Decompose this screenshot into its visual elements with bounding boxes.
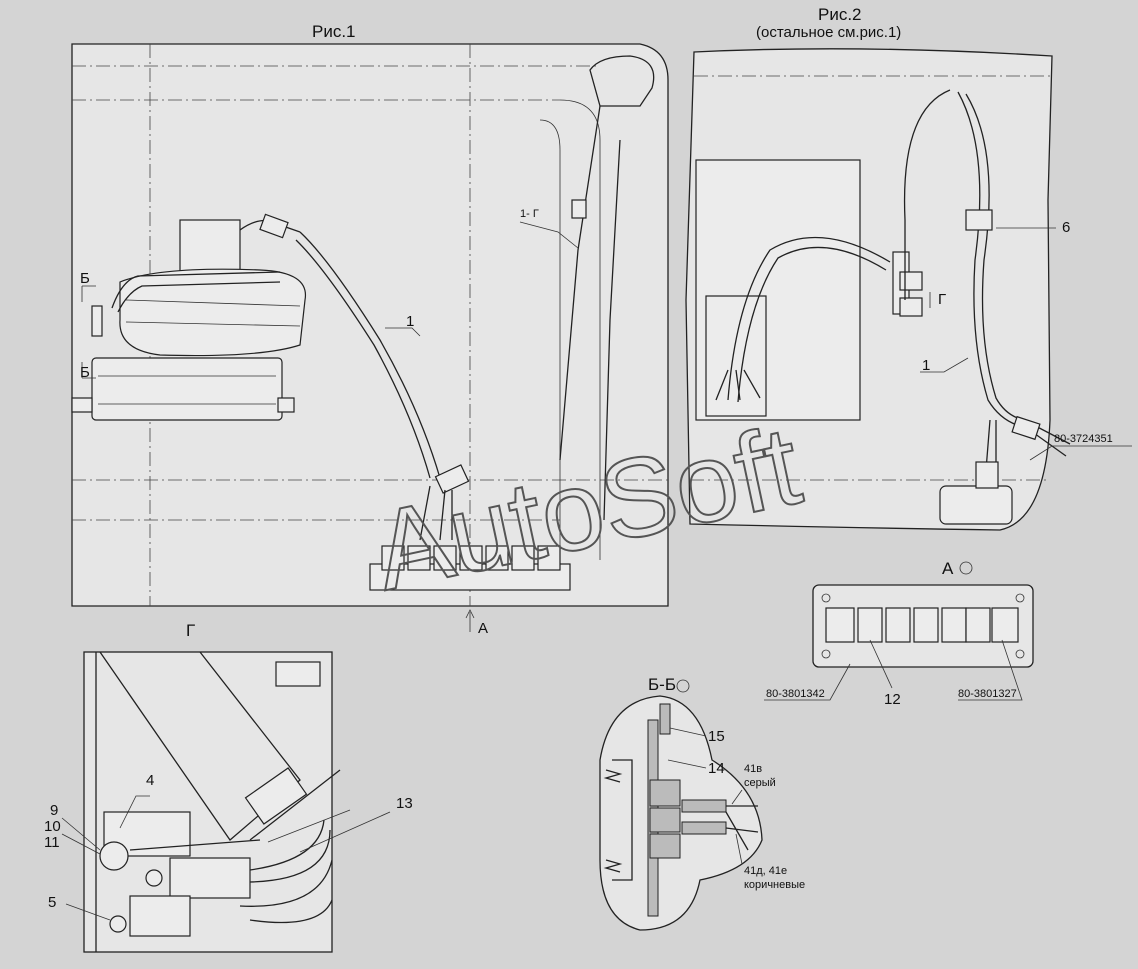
callout-1g-fig1: 1- Г <box>520 208 539 220</box>
view-g-harness-13 <box>239 819 333 924</box>
callout-14: 14 <box>708 760 725 777</box>
callout-13: 13 <box>396 795 413 812</box>
section-bb-outline <box>599 695 763 931</box>
section-bb-title: Б-Б <box>648 675 676 694</box>
switch-key-2 <box>857 607 883 643</box>
figure-2-harness-1 <box>957 91 1021 427</box>
switch-key-1 <box>825 607 855 643</box>
callout-4: 4 <box>146 772 154 789</box>
view-arrow-a: А <box>478 620 488 637</box>
callout-5: 5 <box>48 894 56 911</box>
callout-12: 12 <box>884 691 901 708</box>
switch-key-5 <box>941 607 967 643</box>
callout-80-3801342: 80-3801342 <box>766 688 825 700</box>
figure-1: Рис.1 <box>71 22 669 637</box>
switch-key-7 <box>991 607 1019 643</box>
switch-key-3 <box>885 607 911 643</box>
view-a-title: А <box>942 559 954 578</box>
figure-1-title: Рис.1 <box>312 22 356 41</box>
callout-g-fig2: Г <box>938 291 946 308</box>
view-g-title: Г <box>186 621 195 640</box>
view-g: Г 4 13 9 10 11 5 <box>44 621 413 953</box>
figure-1-bracket <box>589 55 655 107</box>
wire-color-brown: коричневые <box>744 879 805 891</box>
figure-1-harness-1 <box>299 231 441 479</box>
wire-color-grey: серый <box>744 777 776 789</box>
callout-15: 15 <box>708 728 725 745</box>
callout-80-3801327: 80-3801327 <box>958 688 1017 700</box>
switch-key-6 <box>965 607 991 643</box>
callout-1-fig2: 1 <box>922 357 930 374</box>
view-a: А 80-3801342 12 80-3801327 <box>764 559 1034 708</box>
section-mark-b-top: Б <box>80 270 90 287</box>
figure-2-subtitle: (остальное см.рис.1) <box>756 24 901 41</box>
callout-6: 6 <box>1062 219 1070 236</box>
figure-2-title: Рис.2 <box>818 5 862 24</box>
section-bb: Б-Б 15 14 41в серый 41д, 41е коричневые <box>599 675 805 931</box>
figure-2: Рис.2 (остальное см.рис.1) 6 1 Г 80-3724… <box>685 5 1132 531</box>
callout-11: 11 <box>44 834 60 851</box>
callout-10: 10 <box>44 818 61 835</box>
callout-41d-41e: 41д, 41е <box>744 865 787 877</box>
figure-2-connector-block <box>939 485 1013 525</box>
callout-80-3724351: 80-3724351 <box>1054 433 1113 445</box>
callout-1-fig1: 1 <box>406 313 414 330</box>
figure-1-heater-unit <box>71 219 307 421</box>
callout-41v: 41в <box>744 763 762 775</box>
figure-1-switch-block <box>369 545 571 591</box>
section-mark-b-bottom: Б <box>80 364 90 381</box>
callout-9: 9 <box>50 802 58 819</box>
switch-key-4 <box>913 607 939 643</box>
